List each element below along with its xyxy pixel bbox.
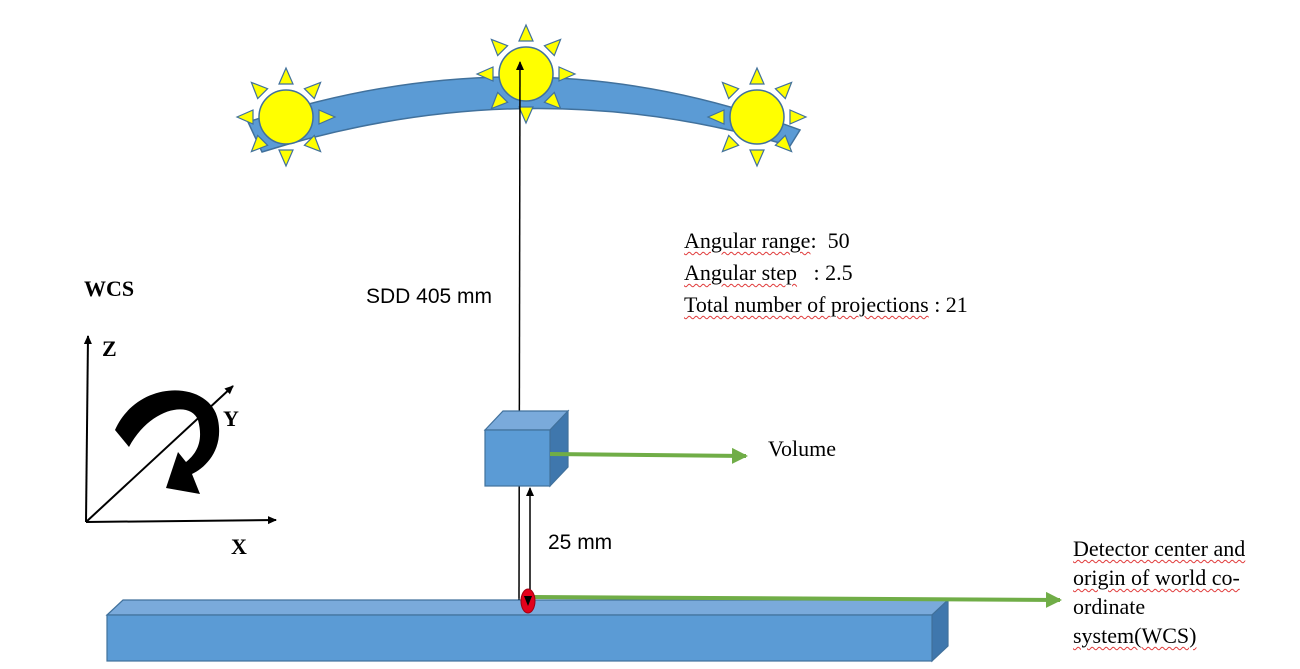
sun-ray [235,109,254,125]
sdd-label: SDD 405 mm [366,285,493,308]
sun-ray [774,134,793,153]
y-axis-label: Y [223,406,239,431]
sun-ray [721,134,740,153]
x-axis [85,516,277,525]
angular-step-label: Angular step [684,260,798,285]
sun-icon [475,23,577,125]
sun-ray [721,81,740,100]
sun-ray [789,109,808,125]
detector-line-1: Detector center and [1073,536,1246,561]
sun-ray [490,91,509,110]
angular-step-value: : 2.5 [797,260,853,285]
volume-cube [483,409,570,488]
z-axis [83,335,92,523]
total-projections-line: Total number of projections : 21 [684,289,968,321]
sun-ray [490,38,509,57]
sun-ray [278,66,294,85]
sun-ray [518,23,534,42]
detector-line-2: origin of world co- [1073,565,1240,590]
total-projections-value: : 21 [928,292,968,317]
distance-label: 25 mm [548,531,613,554]
sun-ray [250,134,269,153]
sun-disc [498,46,554,102]
detector-pointer-arrow [532,591,1062,608]
sun-ray [250,81,269,100]
wcs-axes [83,335,277,525]
angular-range-line: Angular range: 50 [684,225,850,257]
sun-ray [543,91,562,110]
sdd-line [514,61,524,607]
sun-icon [235,66,337,168]
sun-ray [518,106,534,125]
sun-ray [749,149,765,168]
sun-ray [303,134,322,153]
z-axis-label: Z [102,336,117,361]
sun-ray [475,66,494,82]
volume-pointer-arrow [549,447,748,464]
angular-step-line: Angular step : 2.5 [684,257,853,289]
sun-ray [543,38,562,57]
sun-ray [318,109,337,125]
total-projections-label: Total number of projections [684,292,929,317]
sun-disc [729,89,785,145]
sun-icon [706,66,808,168]
sun-ray [278,149,294,168]
sun-ray [706,109,725,125]
volume-label: Volume [768,436,837,461]
sun-ray [749,66,765,85]
angular-range-value: : 50 [810,228,850,253]
rotation-arrow-icon [115,390,220,494]
sun-ray [558,66,577,82]
x-axis-label: X [231,534,247,559]
sun-disc [258,89,314,145]
detector-description: Detector center and origin of world co- … [1073,534,1298,650]
wcs-label: WCS [84,276,135,301]
sun-ray [303,81,322,100]
detector-line-4: system(WCS) [1073,623,1197,648]
angular-range-label: Angular range [684,228,811,253]
detector-line-3: ordinate [1073,594,1146,619]
sun-ray [774,81,793,100]
